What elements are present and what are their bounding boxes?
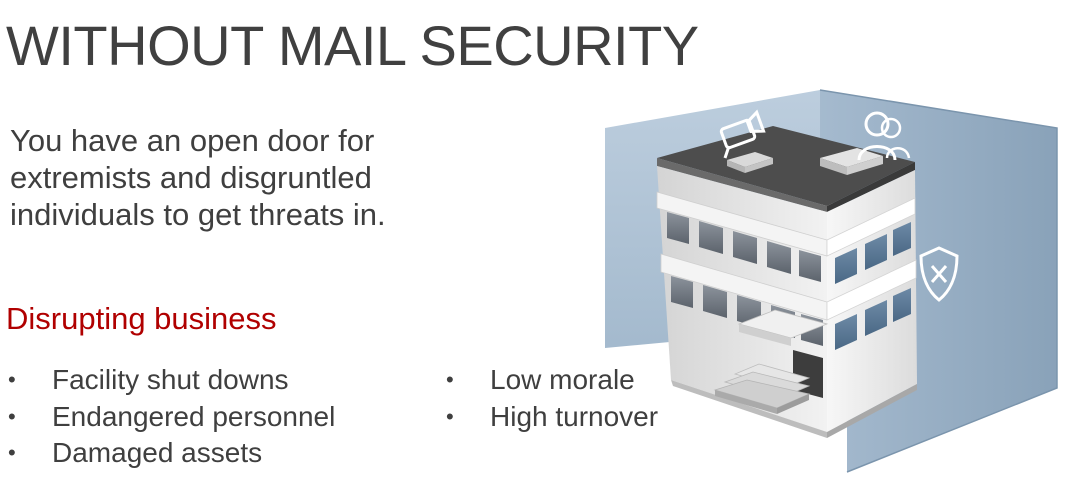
bullet-list-left: • Facility shut downs • Endangered personn… xyxy=(8,362,335,472)
camera-icon xyxy=(719,109,766,159)
intro-line-3: individuals to get threats in. xyxy=(10,197,386,232)
bullet-dot: • xyxy=(8,403,16,429)
bullet-item: • Facility shut downs xyxy=(8,362,335,399)
shield-x-icon xyxy=(919,246,959,302)
window-row xyxy=(835,222,911,350)
bullet-text: Damaged assets xyxy=(52,437,263,468)
bullet-text: High turnover xyxy=(490,400,659,432)
bullet-text: Endangered personnel xyxy=(52,400,336,432)
intro-line-1: You have an open door for xyxy=(10,123,375,158)
bullet-item: • Low morale xyxy=(446,362,658,399)
window-row xyxy=(667,212,821,282)
bullet-item: • Endangered personnel xyxy=(8,399,335,436)
bullet-dot: • xyxy=(8,440,16,465)
bullet-dot: • xyxy=(446,403,454,429)
intro-line-2: extremists and disgruntled xyxy=(10,160,372,195)
bullet-item: • High turnover xyxy=(446,399,658,436)
bullet-text: Facility shut downs xyxy=(52,364,289,395)
bullet-dot: • xyxy=(8,367,16,392)
section-subhead: Disrupting business xyxy=(6,301,277,336)
intro-text: You have an open door for extremists and… xyxy=(10,122,450,233)
bullet-list-right: • Low morale • High turnover xyxy=(446,362,658,435)
bullet-text: Low morale xyxy=(490,364,635,395)
bullet-dot: • xyxy=(446,367,454,392)
users-icon xyxy=(857,111,911,161)
bullet-item: • Damaged assets xyxy=(8,435,335,472)
slide-title: WITHOUT MAIL SECURITY xyxy=(6,14,699,77)
building-illustration xyxy=(605,89,1058,473)
